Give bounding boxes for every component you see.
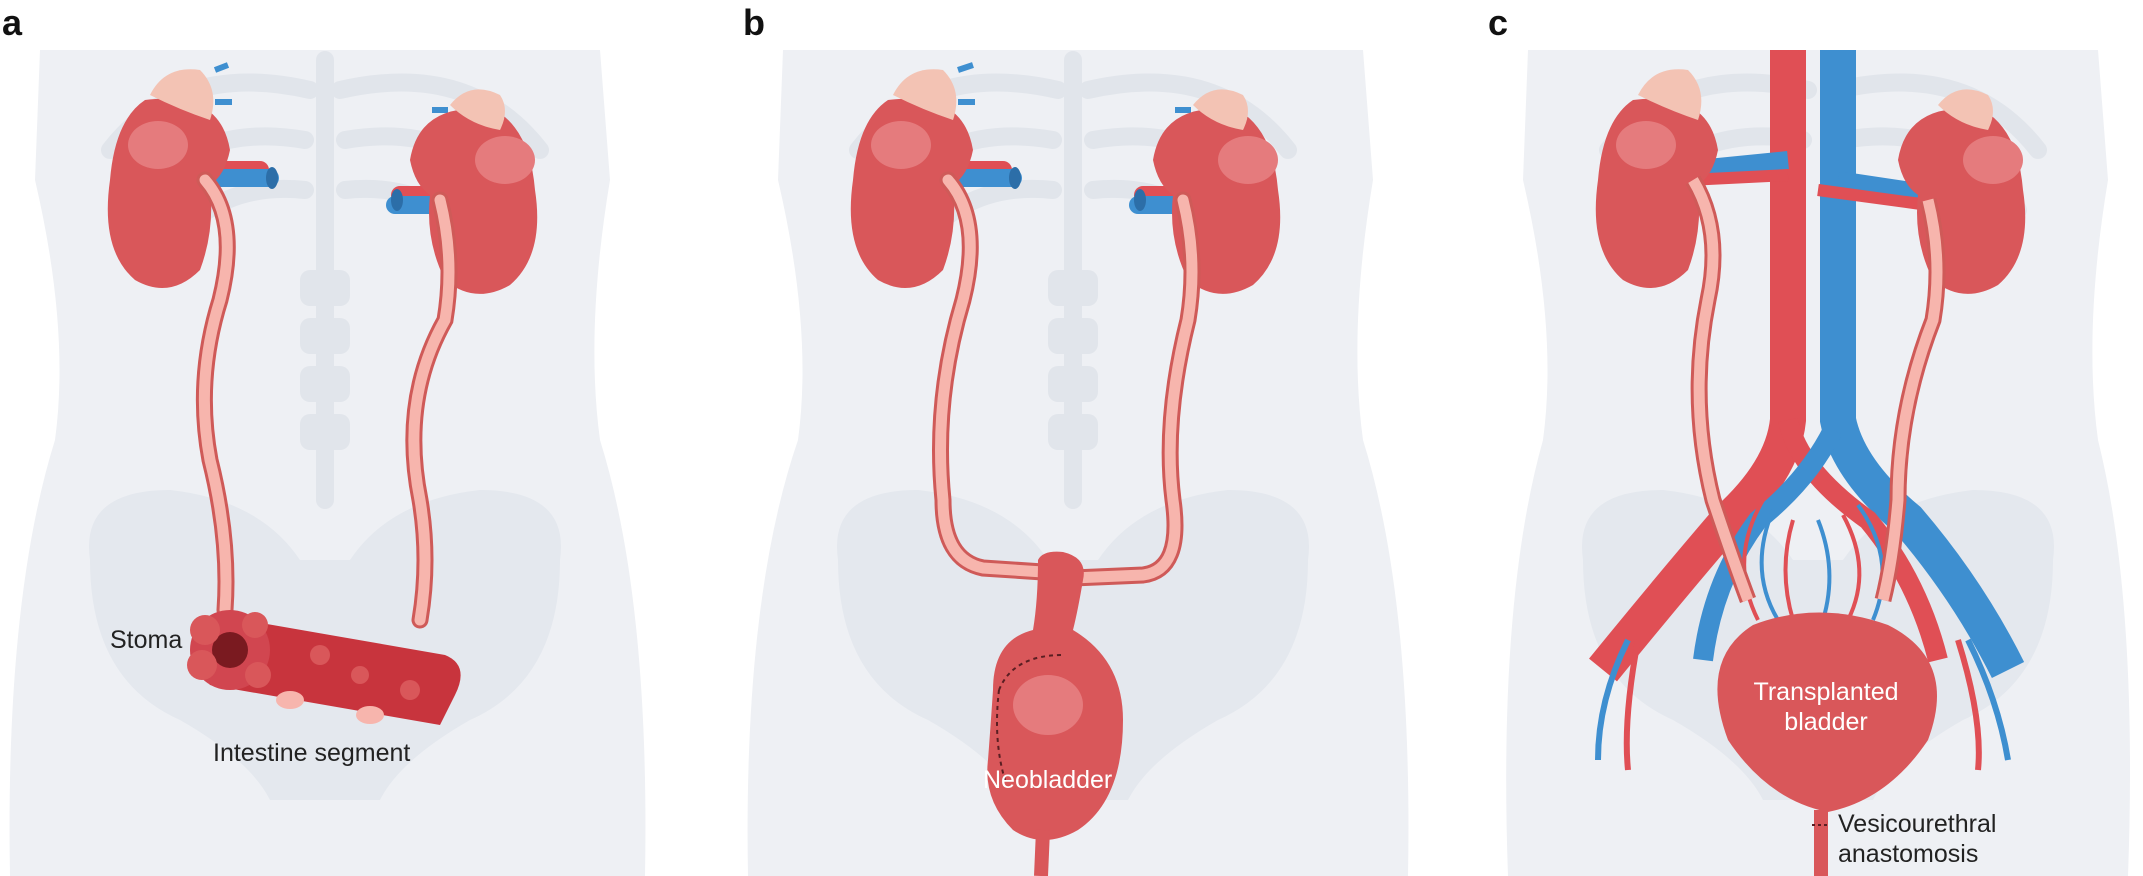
adrenal-left <box>150 69 214 120</box>
panel-c-illustration <box>1506 50 2130 876</box>
panel-label-b: b <box>743 2 765 43</box>
vesicourethral-label-line1: Vesicourethral <box>1838 810 1997 838</box>
neobladder <box>987 551 1123 876</box>
panel-b: b <box>743 0 1457 876</box>
panel-a: a <box>0 0 714 876</box>
neobladder-label: Neobladder <box>983 766 1113 794</box>
transplanted-bladder-label-line1: Transplanted <box>1753 678 1899 706</box>
vena-cava <box>1820 50 2025 679</box>
stoma-label: Stoma <box>110 626 183 654</box>
vesicourethral-label-line2: anastomosis <box>1838 840 1979 868</box>
panel-b-illustration <box>747 50 1409 876</box>
adrenal-right <box>1938 89 1993 130</box>
transplanted-bladder <box>1717 612 1937 876</box>
vertebrae <box>300 270 350 450</box>
adrenal-right <box>450 89 505 130</box>
panel-a-illustration <box>9 50 646 876</box>
panel-label-c: c <box>1488 2 1509 43</box>
adrenal-left <box>893 69 957 120</box>
iliac-branches <box>1595 638 2011 771</box>
transplanted-bladder-label-line2: bladder <box>1784 708 1868 736</box>
adrenal-left <box>1638 69 1702 120</box>
panel-c: c <box>1488 0 2143 876</box>
vertebrae <box>1048 270 1098 450</box>
intestine-segment <box>187 610 461 725</box>
panel-label-a: a <box>2 2 23 43</box>
intestine-segment-label: Intestine segment <box>213 739 411 767</box>
bladder-vessels <box>1742 498 1885 622</box>
adrenal-right <box>1193 89 1248 130</box>
